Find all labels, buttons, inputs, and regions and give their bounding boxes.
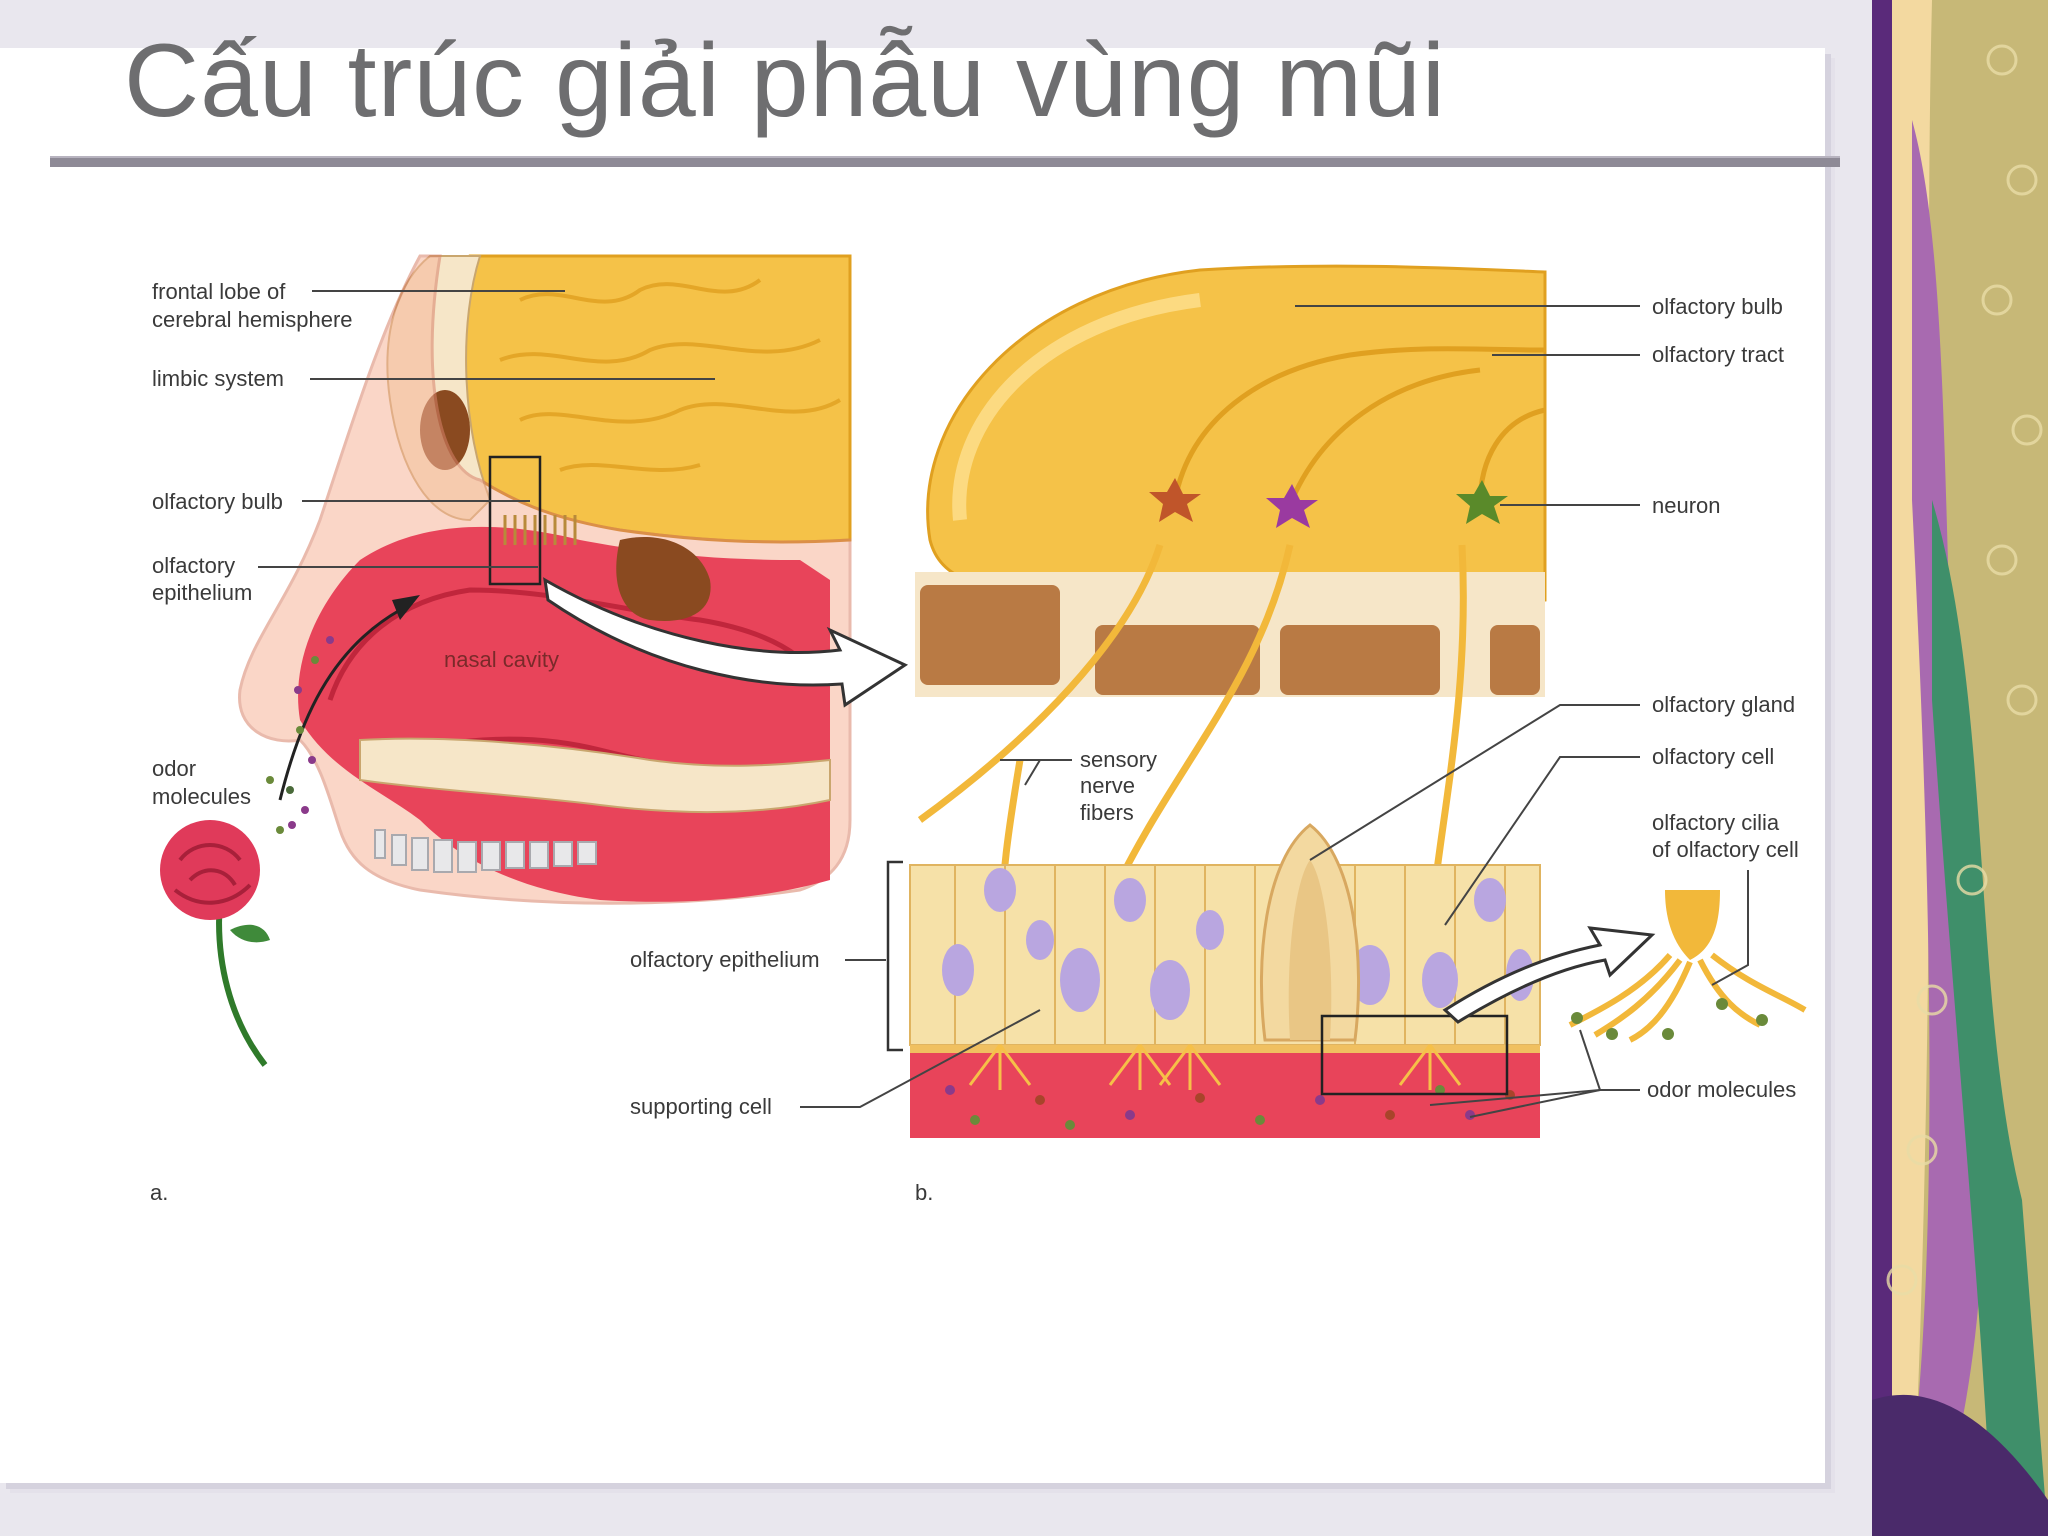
leader-olfactory-cell: [1444, 756, 1640, 926]
panel-a-sagittal-head: [160, 254, 909, 1067]
label-olfactory-cilia-line1: olfactory cilia: [1652, 810, 1780, 835]
panel-b-epithelium-detail: [886, 264, 1807, 1138]
label-olfactory-epithelium-a-line2: epithelium: [152, 580, 252, 605]
leader-olfactory-cilia: [1711, 870, 1749, 986]
label-olfactory-epithelium-a-line1: olfactory: [152, 553, 235, 578]
cribriform-plate: [915, 572, 1545, 697]
leader-odor-molecules-b3: [1469, 1089, 1601, 1118]
panel-a-labels: frontal lobe of cerebral hemisphere limb…: [150, 279, 715, 1205]
label-frontal-lobe-line1: frontal lobe of: [152, 279, 286, 304]
cilia-inset: [1568, 890, 1807, 1043]
label-olfactory-gland: olfactory gland: [1652, 692, 1795, 717]
leader-odor-molecules-b2: [1429, 1089, 1601, 1106]
label-limbic-system: limbic system: [152, 366, 284, 391]
label-olfactory-bulb-b: olfactory bulb: [1652, 294, 1783, 319]
label-olfactory-cilia-line2: of olfactory cell: [1652, 837, 1799, 862]
epithelium-layer: [909, 823, 1541, 1138]
label-odor-molecules-b: odor molecules: [1647, 1077, 1796, 1102]
label-nasal-cavity: nasal cavity: [444, 647, 559, 672]
panel-b-letter: b.: [915, 1180, 933, 1205]
label-odor-molecules-a-line2: molecules: [152, 784, 251, 809]
label-olfactory-bulb-a: olfactory bulb: [152, 489, 283, 514]
leader-sensory-nerve-b: [1024, 759, 1041, 786]
panel-a-letter: a.: [150, 1180, 168, 1205]
label-supporting-cell: supporting cell: [630, 1094, 772, 1119]
label-neuron: neuron: [1652, 493, 1721, 518]
label-frontal-lobe-line2: cerebral hemisphere: [152, 307, 353, 332]
neurons: [1149, 478, 1508, 528]
title-underline: [50, 156, 1840, 167]
slide-title: Cấu trúc giải phẫu vùng mũi: [124, 23, 1446, 139]
label-odor-molecules-a-line1: odor: [152, 756, 196, 781]
leader-olfactory-gland: [1309, 704, 1640, 861]
leader-supporting-cell: [800, 1009, 1041, 1108]
decorative-border: [1872, 0, 2048, 1536]
label-sensory-nerve-line3: fibers: [1080, 800, 1134, 825]
label-olfactory-tract: olfactory tract: [1652, 342, 1784, 367]
label-olfactory-epithelium-b: olfactory epithelium: [630, 947, 820, 972]
label-sensory-nerve-line1: sensory: [1080, 747, 1157, 772]
label-sensory-nerve-line2: nerve: [1080, 773, 1135, 798]
panel-b-labels: olfactory bulb olfactory tract neuron ol…: [630, 294, 1799, 1205]
label-olfactory-cell: olfactory cell: [1652, 744, 1774, 769]
